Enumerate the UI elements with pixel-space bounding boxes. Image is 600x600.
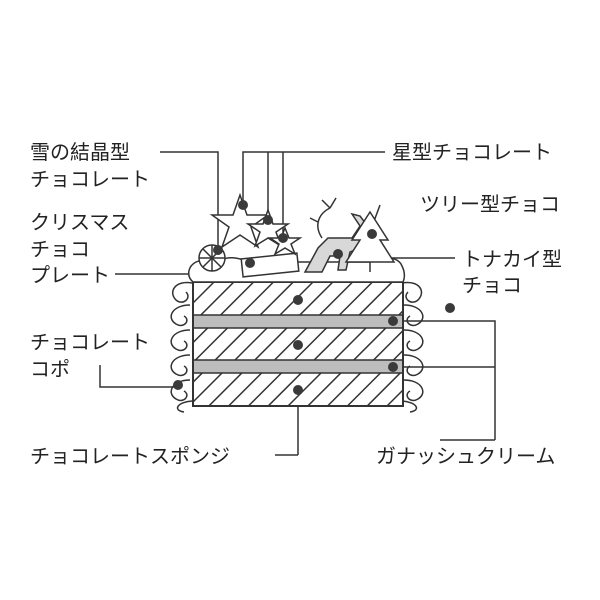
dot-star-1	[238, 200, 248, 210]
leader-snowflake	[160, 151, 219, 248]
dot-sponge-top	[293, 295, 303, 305]
star-medium	[245, 207, 291, 248]
christmas-plate	[240, 252, 300, 278]
copo-curls-left	[170, 281, 193, 413]
dot-sponge-middle	[293, 340, 303, 350]
copo-curls-right	[401, 281, 424, 413]
leader-star	[242, 151, 385, 205]
label-snowflake-1: 雪の結晶型	[30, 140, 130, 164]
label-star-chocolate: 星型チョコレート	[392, 140, 552, 164]
label-plate-3: プレート	[30, 263, 110, 287]
dot-sponge-bottom	[293, 385, 303, 395]
label-snowflake-2: チョコレート	[30, 167, 150, 191]
star-large	[209, 192, 271, 249]
label-tree-chocolate: ツリー型チョコ	[420, 192, 560, 216]
label-sponge: チョコレートスポンジ	[30, 444, 230, 468]
dot-reindeer	[333, 249, 343, 259]
dot-reindeer-label	[445, 303, 455, 313]
label-reindeer-1: トナカイ型	[462, 247, 562, 271]
dot-star-2	[263, 215, 273, 225]
dot-snowflake	[213, 245, 223, 255]
dot-ganache-top	[388, 316, 398, 326]
leader-ganache-1	[393, 320, 496, 440]
dot-plate	[245, 258, 255, 268]
label-copo-2: コポ	[30, 357, 70, 381]
dot-tree	[367, 229, 377, 239]
label-copo-1: チョコレート	[30, 330, 150, 354]
cake-body	[192, 281, 404, 407]
label-reindeer-2: チョコ	[462, 273, 522, 297]
ganache-band-top	[193, 315, 403, 328]
ganache-band-bottom	[193, 360, 403, 373]
dot-star-3	[278, 233, 288, 243]
label-plate-2: チョコ	[30, 237, 90, 261]
label-ganache: ガナッシュクリーム	[376, 444, 556, 468]
leader-copo	[99, 365, 176, 388]
dot-ganache-bottom	[388, 362, 398, 372]
star-chocolates	[209, 192, 303, 256]
dot-copo	[173, 380, 183, 390]
label-plate-1: クリスマス	[30, 210, 130, 234]
pointer-dots	[173, 200, 455, 395]
